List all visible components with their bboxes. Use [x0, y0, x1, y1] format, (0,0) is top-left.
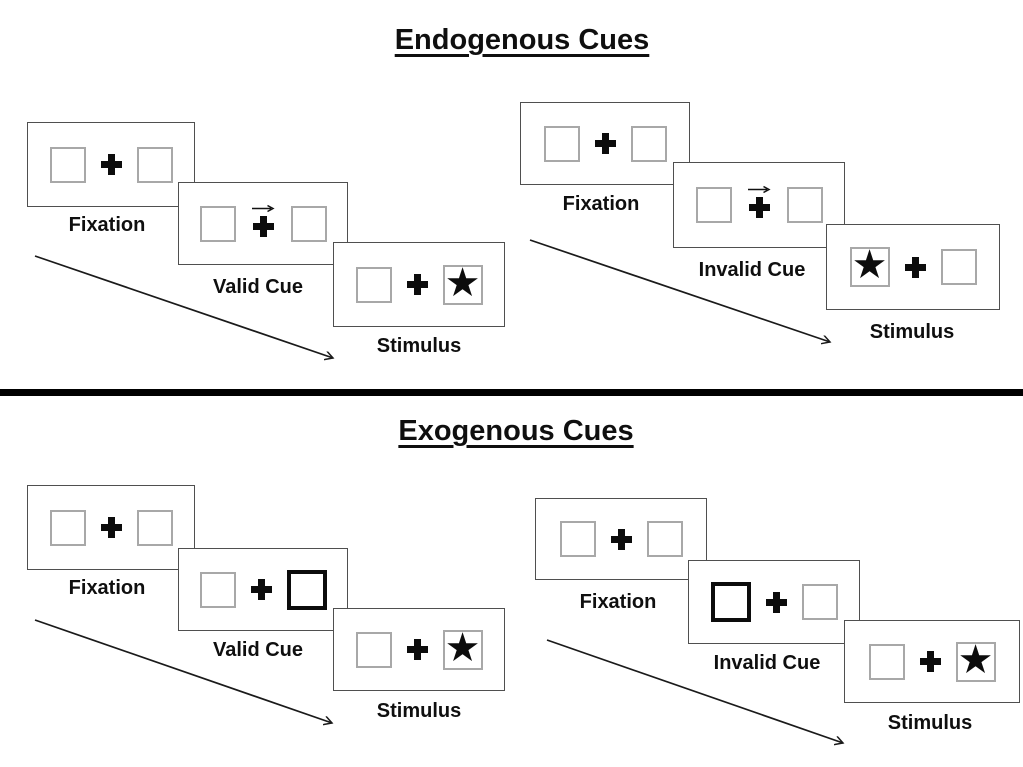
fixation-panel: [27, 485, 195, 570]
panel-label: Fixation: [579, 591, 657, 613]
right-placeholder-box: [136, 509, 173, 546]
fixation-cross-icon: [406, 274, 428, 295]
fixation-cross-icon: [594, 133, 616, 154]
panel-label: Valid Cue: [212, 276, 304, 298]
fixation-panel: [535, 498, 707, 580]
left-placeholder-box: [695, 187, 732, 223]
right-target-box: ★: [955, 637, 996, 682]
left-placeholder-box: [355, 631, 392, 668]
left-placeholder-box: [49, 509, 86, 546]
stimulus-panel: ★: [826, 224, 1000, 310]
central-cue: [747, 185, 772, 218]
right-target-box: ★: [442, 260, 483, 305]
fixation-panel: [520, 102, 690, 185]
invalid-cue-panel: [673, 162, 845, 248]
left-placeholder-box: [559, 521, 596, 557]
panel-label: Fixation: [68, 577, 146, 599]
right-placeholder-box: [136, 146, 173, 183]
fixation-cross-icon: [748, 197, 770, 218]
section-title-exogenous: Exogenous Cues: [398, 415, 634, 447]
left-placeholder-box: [355, 266, 392, 303]
sequence-arrow: [529, 239, 830, 342]
fixation-cross-icon: [250, 579, 272, 600]
section-divider: [0, 389, 1023, 396]
right-placeholder-box: [801, 584, 838, 620]
invalid-cue-panel: [688, 560, 860, 644]
fixation-cross-icon: [100, 517, 122, 538]
right-highlighted-cue-box: [286, 569, 327, 610]
section-title-endogenous: Endogenous Cues: [394, 24, 650, 56]
right-arrow-cue-icon: [251, 204, 275, 212]
stimulus-panel: ★: [333, 608, 505, 691]
panel-label: Invalid Cue: [698, 259, 806, 281]
fixation-cross-icon: [610, 528, 632, 550]
sequence-arrow: [34, 255, 333, 358]
left-placeholder-box: [199, 205, 236, 242]
panel-label: Stimulus: [869, 321, 955, 343]
fixation-cross-icon: [919, 651, 941, 672]
right-placeholder-box: [786, 187, 823, 223]
fixation-panel: [27, 122, 195, 207]
sequence-arrow: [34, 619, 332, 723]
fixation-cross-icon: [252, 215, 274, 237]
right-placeholder-box: [630, 125, 667, 162]
left-placeholder-box: [199, 571, 236, 608]
left-target-box: ★: [849, 243, 890, 287]
left-placeholder-box: [868, 643, 905, 680]
panel-label: Invalid Cue: [713, 652, 821, 674]
star-icon: ★: [851, 243, 888, 287]
panel-label: Stimulus: [376, 700, 462, 722]
fixation-cross-icon: [100, 154, 122, 175]
right-target-box: ★: [442, 625, 483, 670]
panel-label: Fixation: [68, 214, 146, 236]
star-icon: ★: [444, 260, 481, 305]
panel-label: Fixation: [562, 193, 640, 215]
left-placeholder-box: [49, 146, 86, 183]
left-highlighted-cue-box: [710, 582, 751, 622]
fixation-cross-icon: [765, 591, 787, 613]
panel-label: Stimulus: [887, 712, 973, 734]
sequence-arrow: [546, 639, 843, 743]
valid-cue-panel: [178, 548, 348, 631]
central-cue: [251, 204, 276, 237]
right-placeholder-box: [290, 205, 327, 242]
right-placeholder-box: [940, 249, 977, 285]
panel-label: Stimulus: [376, 335, 462, 357]
stimulus-panel: ★: [844, 620, 1020, 703]
left-placeholder-box: [543, 125, 580, 162]
panel-label: Valid Cue: [212, 639, 304, 661]
fixation-cross-icon: [406, 639, 428, 660]
star-icon: ★: [957, 637, 994, 682]
right-placeholder-box: [646, 521, 683, 557]
right-arrow-cue-icon: [747, 185, 771, 194]
valid-cue-panel: [178, 182, 348, 265]
star-icon: ★: [444, 625, 481, 670]
stimulus-panel: ★: [333, 242, 505, 327]
fixation-cross-icon: [904, 256, 926, 278]
